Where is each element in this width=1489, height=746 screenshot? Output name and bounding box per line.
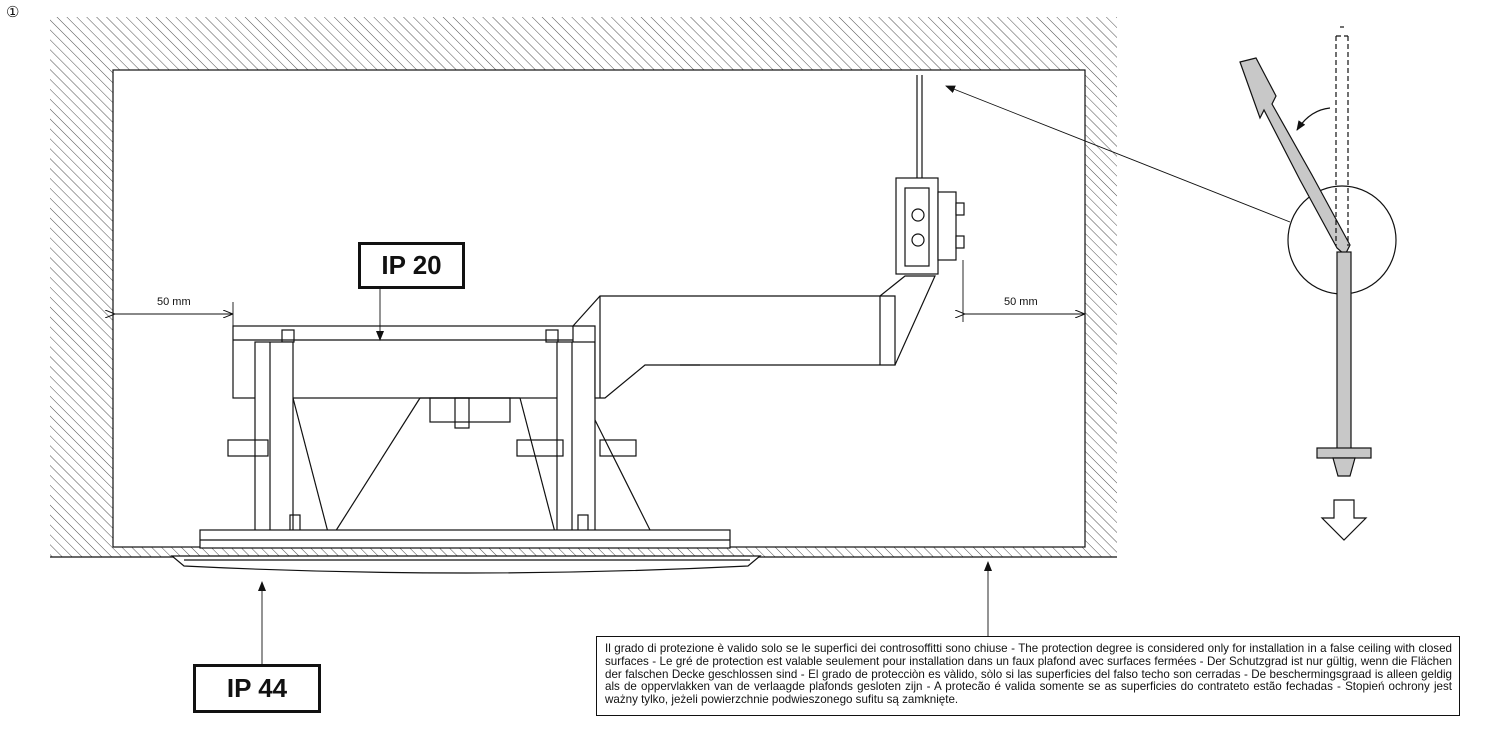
leader-lines (258, 85, 1291, 664)
cassette-unit (170, 275, 936, 574)
clearance-right-label: 50 mm (1004, 296, 1038, 308)
figure-number: ① (6, 4, 20, 21)
ip20-label: IP 20 (358, 242, 465, 289)
junction-box (895, 75, 965, 275)
dimension-lines (114, 260, 1084, 326)
ip44-label: IP 44 (193, 664, 321, 713)
clearance-left-label: 50 mm (157, 296, 191, 308)
protection-note: Il grado di protezione è valido solo se … (596, 636, 1460, 716)
detail-view-hanger (1239, 26, 1397, 541)
